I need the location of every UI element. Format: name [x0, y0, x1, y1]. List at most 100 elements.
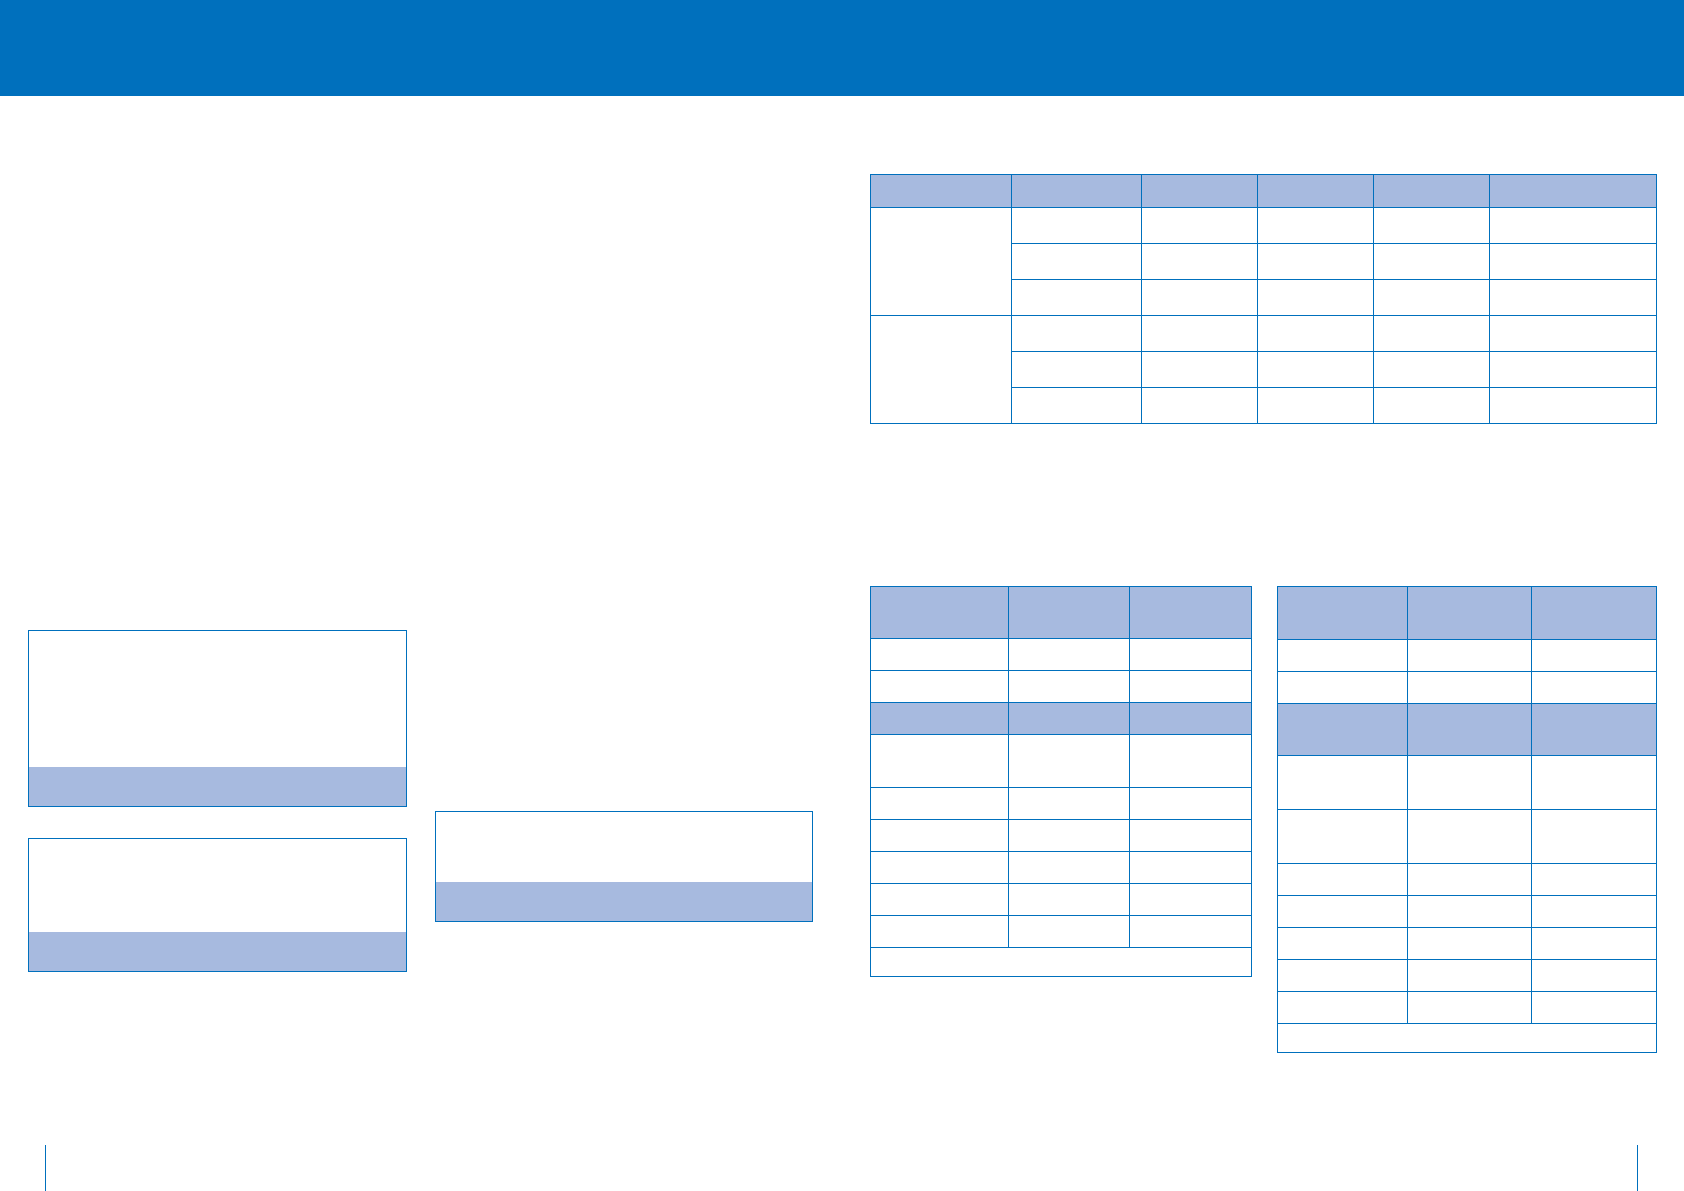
table-top [870, 174, 1657, 424]
table-cell [1489, 207, 1657, 244]
table-cell [1008, 787, 1130, 820]
table-cell [1373, 279, 1490, 316]
table-cell [1008, 851, 1130, 884]
table-cell [1407, 863, 1532, 896]
table-right-header [1407, 586, 1532, 640]
table-left-header [1008, 586, 1130, 639]
table-cell [1407, 959, 1532, 992]
table-row [870, 883, 1252, 916]
table-cell [1531, 809, 1657, 864]
table-cell [1373, 315, 1490, 352]
table-cell [870, 915, 1009, 948]
table-cell [1373, 243, 1490, 280]
table-cell [1407, 895, 1532, 928]
table-top-header [870, 174, 1012, 208]
table-row [1277, 639, 1657, 672]
table-cell [1011, 387, 1142, 424]
table-cell [1008, 670, 1130, 703]
table-cell [1407, 991, 1532, 1024]
table-cell [870, 819, 1009, 852]
table-row [1277, 809, 1657, 864]
table-row [870, 851, 1252, 884]
table-right-note [1277, 1023, 1657, 1053]
table-row [1277, 991, 1657, 1024]
table-right [1277, 586, 1657, 1053]
table-top-header [1489, 174, 1657, 208]
info-box-3-body [436, 812, 812, 832]
table-cell [1257, 315, 1374, 352]
table-cell [1277, 927, 1408, 960]
table-cell [1531, 755, 1657, 810]
table-cell [870, 638, 1009, 671]
info-box-1 [28, 630, 407, 807]
group-label [870, 207, 1012, 316]
info-box-1-body [29, 631, 406, 651]
table-cell [1141, 351, 1258, 388]
table-cell [1129, 883, 1252, 916]
table-cell [1531, 959, 1657, 992]
table-cell [1531, 927, 1657, 960]
table-subheader [1008, 702, 1130, 735]
table-cell [870, 670, 1009, 703]
table-cell [1489, 351, 1657, 388]
info-box-2 [28, 838, 407, 972]
table-cell [1129, 819, 1252, 852]
table-cell [1531, 671, 1657, 704]
table-left-note [870, 947, 1252, 977]
table-cell [1008, 915, 1130, 948]
table-cell [1129, 734, 1252, 788]
info-box-1-footer [29, 767, 406, 806]
table-cell [1373, 351, 1490, 388]
table-cell [1008, 883, 1130, 916]
header-band [0, 0, 1684, 96]
table-row [870, 734, 1252, 788]
table-cell [1277, 809, 1408, 864]
table-row [871, 279, 1657, 316]
table-cell [1257, 279, 1374, 316]
table-row [871, 387, 1657, 424]
table-cell [1011, 279, 1142, 316]
table-cell [1008, 638, 1130, 671]
info-box-3-footer [436, 882, 812, 921]
table-cell [1407, 671, 1532, 704]
table-cell [1141, 279, 1258, 316]
table-cell [870, 787, 1009, 820]
table-row [870, 207, 1657, 316]
table-cell [1277, 895, 1408, 928]
table-cell [1277, 639, 1408, 672]
table-cell [1011, 315, 1142, 352]
table-cell [1129, 915, 1252, 948]
table-row [870, 638, 1252, 671]
table-cell [1008, 734, 1130, 788]
footer-rule-left [45, 1145, 46, 1191]
table-cell [1129, 638, 1252, 671]
table-cell [1407, 639, 1532, 672]
table-row [1277, 895, 1657, 928]
table-cell [1257, 207, 1374, 244]
table-cell [1129, 851, 1252, 884]
table-subheader [870, 702, 1009, 735]
table-cell [1531, 991, 1657, 1024]
table-cell [1141, 315, 1258, 352]
table-cell [1129, 787, 1252, 820]
table-cell [870, 883, 1009, 916]
table-cell [1011, 243, 1142, 280]
table-cell [1011, 351, 1142, 388]
table-cell [1277, 991, 1408, 1024]
table-row [870, 315, 1657, 424]
table-cell [1531, 863, 1657, 896]
table-subheader [1531, 703, 1657, 756]
table-top-header [1373, 174, 1490, 208]
table-cell [1011, 207, 1142, 244]
table-right-header [1277, 586, 1408, 640]
table-cell [1141, 243, 1258, 280]
table-top-header [1141, 174, 1258, 208]
table-cell [1141, 207, 1258, 244]
table-cell [1489, 243, 1657, 280]
table-cell [1277, 755, 1408, 810]
table-cell [1129, 670, 1252, 703]
table-cell [1531, 895, 1657, 928]
table-cell [1257, 387, 1374, 424]
table-row [870, 915, 1252, 948]
table-cell [1489, 315, 1657, 352]
